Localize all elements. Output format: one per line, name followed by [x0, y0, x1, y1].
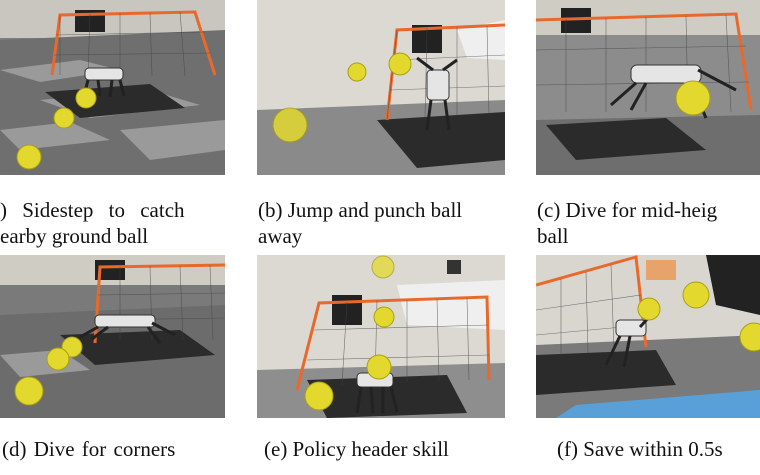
photo-panel-e	[257, 255, 505, 418]
photo-b-scene	[257, 0, 505, 175]
soccer-ball-icon	[637, 281, 760, 352]
quadruped-robot-icon	[82, 67, 126, 98]
photo-panel-d	[0, 255, 225, 418]
caption-a-line2: earby ground ball	[0, 224, 149, 248]
photo-e-scene	[257, 255, 505, 418]
soccer-ball-icon	[675, 80, 711, 116]
goal-net-icon	[295, 295, 491, 391]
photo-panel-a	[0, 0, 225, 175]
caption-b-line1: (b) Jump and punch ball	[258, 198, 463, 222]
soccer-ball-icon	[304, 255, 395, 411]
caption-a-line1: ) Sidestep to catch	[0, 198, 185, 222]
soccer-ball-icon	[14, 336, 83, 406]
photo-panel-b	[257, 0, 505, 175]
photo-panel-f	[536, 255, 760, 418]
photo-f-scene	[536, 255, 760, 418]
caption-c-line1: (c) Dive for mid-heig	[537, 198, 718, 222]
goal-net-icon	[50, 10, 217, 76]
photo-panel-c	[536, 0, 760, 175]
quadruped-robot-icon	[79, 314, 176, 344]
quadruped-robot-icon	[604, 313, 653, 368]
caption-b-line2: away	[258, 224, 303, 248]
caption-e: (e) Policy header skill	[264, 437, 449, 461]
photo-a-scene	[0, 0, 225, 175]
soccer-ball-icon	[16, 87, 97, 170]
soccer-ball-icon	[272, 52, 412, 143]
caption-f: (f) Save within 0.5s	[557, 437, 723, 461]
caption-d: (d) Dive for corners	[2, 437, 176, 461]
photo-d-scene	[0, 255, 225, 418]
quadruped-robot-icon	[416, 56, 458, 131]
photo-c-scene	[536, 0, 760, 175]
caption-c-line2: ball	[537, 224, 569, 248]
goal-net-icon	[536, 12, 753, 111]
